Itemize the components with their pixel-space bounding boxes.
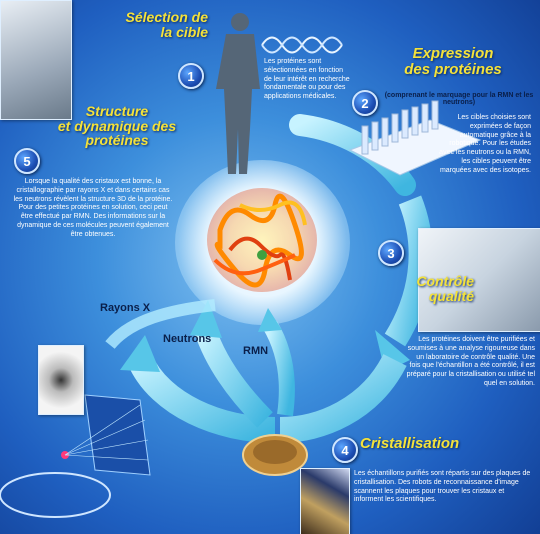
arrow-nmr xyxy=(263,320,295,417)
detector-icon xyxy=(84,394,151,476)
label-xray: Rayons X xyxy=(100,302,151,314)
step2-subtitle: (comprenant le marquage pour la RMN et l… xyxy=(384,92,534,106)
arrow-step2-to-3 xyxy=(384,195,433,347)
arrowhead-xray xyxy=(120,335,160,372)
step1-text: Les protéines sont sélectionnées en fonc… xyxy=(264,58,350,100)
step-badge-1: 1 xyxy=(178,63,204,89)
robotics-tubes-icon xyxy=(348,100,482,176)
arrow-xray xyxy=(105,299,216,349)
step4-title: Cristallisation xyxy=(360,435,460,452)
step-badge-4: 4 xyxy=(332,437,358,463)
label-neutrons: Neutrons xyxy=(163,333,212,345)
arrow-step1-to-2 xyxy=(289,114,416,196)
step-badge-3: 3 xyxy=(378,240,404,266)
diffraction-pattern-image xyxy=(38,345,84,415)
arrowhead-nmr xyxy=(258,308,282,332)
arrowhead-neutrons xyxy=(190,300,222,338)
person-silhouette-icon xyxy=(216,13,260,174)
lab-photo-microscope xyxy=(0,0,72,120)
step3-text: Les protéines doivent être purifiées et … xyxy=(406,336,535,387)
step4-text: Les échantillons purifiés sont répartis … xyxy=(354,470,531,504)
arrow-step3-to-4 xyxy=(279,353,407,443)
step2-text: Les cibles choisies sont exprimées de fa… xyxy=(439,114,531,174)
arrow-neutrons xyxy=(194,326,273,428)
arrow-step4-to-5 xyxy=(128,354,276,443)
crystal-photo xyxy=(300,468,350,534)
step-badge-5: 5 xyxy=(14,148,40,174)
lab-photo-quality-control xyxy=(418,228,540,332)
protein-structure-icon xyxy=(207,188,317,292)
step5-text: Lorsque la qualité des cristaux est bonn… xyxy=(13,178,173,238)
label-nmr: RMN xyxy=(243,345,269,357)
step-badge-2: 2 xyxy=(352,90,378,116)
synchrotron-ring-icon xyxy=(0,472,111,518)
